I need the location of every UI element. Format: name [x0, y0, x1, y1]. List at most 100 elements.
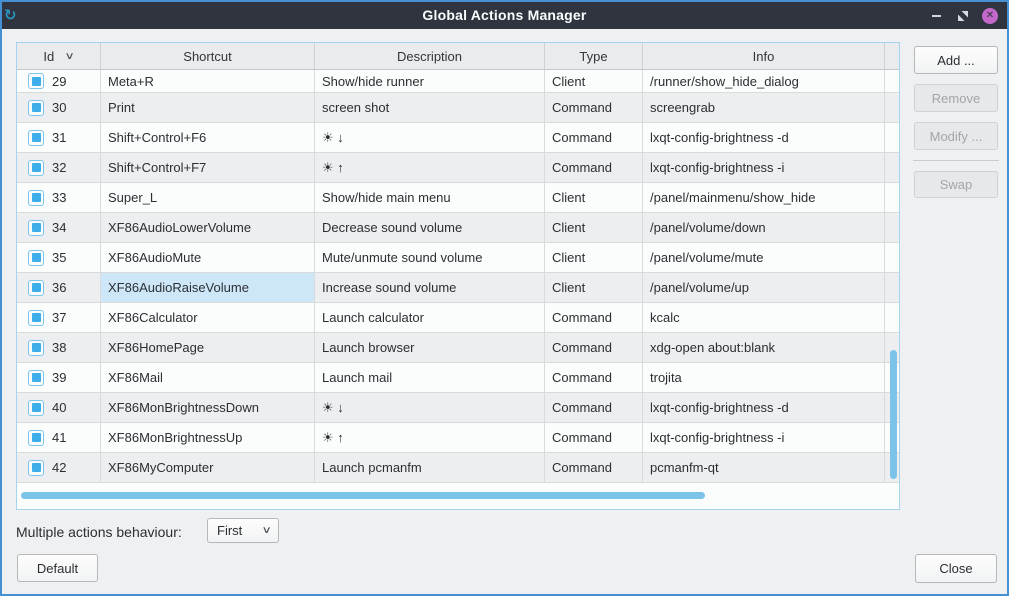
cell-info[interactable]: /panel/mainmenu/show_hide — [643, 183, 885, 212]
cell-shortcut[interactable]: XF86AudioRaiseVolume — [101, 273, 315, 302]
vertical-scrollbar[interactable] — [890, 350, 897, 479]
cell-shortcut[interactable]: XF86MonBrightnessDown — [101, 393, 315, 422]
cell-description[interactable]: Launch pcmanfm — [315, 453, 545, 482]
cell-id[interactable]: 40 — [17, 393, 101, 422]
cell-id[interactable]: 30 — [17, 93, 101, 122]
restore-button[interactable] — [955, 8, 971, 24]
cell-shortcut[interactable]: XF86AudioMute — [101, 243, 315, 272]
cell-description[interactable]: screen shot — [315, 93, 545, 122]
cell-info[interactable]: /panel/volume/mute — [643, 243, 885, 272]
behaviour-combobox[interactable]: First ∨ — [207, 518, 279, 543]
add-button[interactable]: Add ... — [914, 46, 998, 74]
modify-button[interactable]: Modify ... — [914, 122, 998, 150]
row-enabled-checkbox[interactable] — [28, 369, 44, 386]
row-enabled-checkbox[interactable] — [28, 73, 44, 89]
cell-description[interactable]: Show/hide main menu — [315, 183, 545, 212]
column-header-description[interactable]: Description — [315, 43, 545, 69]
cell-type[interactable]: Command — [545, 453, 643, 482]
cell-info[interactable]: /panel/volume/up — [643, 273, 885, 302]
column-header-type[interactable]: Type — [545, 43, 643, 69]
cell-info[interactable]: pcmanfm-qt — [643, 453, 885, 482]
cell-type[interactable]: Command — [545, 363, 643, 392]
cell-id[interactable]: 34 — [17, 213, 101, 242]
cell-type[interactable]: Command — [545, 393, 643, 422]
cell-type[interactable]: Client — [545, 213, 643, 242]
cell-shortcut[interactable]: XF86MonBrightnessUp — [101, 423, 315, 452]
cell-shortcut[interactable]: XF86HomePage — [101, 333, 315, 362]
cell-shortcut[interactable]: Shift+Control+F6 — [101, 123, 315, 152]
cell-info[interactable]: lxqt-config-brightness -d — [643, 123, 885, 152]
row-enabled-checkbox[interactable] — [28, 99, 44, 116]
cell-shortcut[interactable]: XF86AudioLowerVolume — [101, 213, 315, 242]
cell-id[interactable]: 42 — [17, 453, 101, 482]
row-enabled-checkbox[interactable] — [28, 129, 44, 146]
cell-info[interactable]: kcalc — [643, 303, 885, 332]
cell-id[interactable]: 33 — [17, 183, 101, 212]
row-enabled-checkbox[interactable] — [28, 279, 44, 296]
close-button[interactable]: Close — [915, 554, 997, 583]
cell-info[interactable]: /runner/show_hide_dialog — [643, 70, 885, 92]
cell-description[interactable]: Decrease sound volume — [315, 213, 545, 242]
cell-shortcut[interactable]: XF86Calculator — [101, 303, 315, 332]
swap-button[interactable]: Swap — [914, 171, 998, 198]
cell-type[interactable]: Client — [545, 183, 643, 212]
cell-description[interactable]: Launch browser — [315, 333, 545, 362]
remove-button[interactable]: Remove — [914, 84, 998, 112]
cell-shortcut[interactable]: Super_L — [101, 183, 315, 212]
cell-type[interactable]: Command — [545, 93, 643, 122]
cell-description[interactable]: ☀ ↓ — [315, 123, 545, 152]
cell-info[interactable]: xdg-open about:blank — [643, 333, 885, 362]
column-header-shortcut[interactable]: Shortcut — [101, 43, 315, 69]
row-enabled-checkbox[interactable] — [28, 429, 44, 446]
titlebar[interactable]: ↻ Global Actions Manager ✕ — [2, 2, 1007, 29]
cell-id[interactable]: 37 — [17, 303, 101, 332]
row-enabled-checkbox[interactable] — [28, 339, 44, 356]
cell-info[interactable]: lxqt-config-brightness -i — [643, 423, 885, 452]
row-enabled-checkbox[interactable] — [28, 459, 44, 476]
cell-info[interactable]: screengrab — [643, 93, 885, 122]
cell-description[interactable]: Mute/unmute sound volume — [315, 243, 545, 272]
default-button[interactable]: Default — [17, 554, 98, 582]
cell-info[interactable]: /panel/volume/down — [643, 213, 885, 242]
cell-shortcut[interactable]: XF86MyComputer — [101, 453, 315, 482]
cell-id[interactable]: 41 — [17, 423, 101, 452]
cell-info[interactable]: trojita — [643, 363, 885, 392]
cell-description[interactable]: Launch mail — [315, 363, 545, 392]
cell-type[interactable]: Client — [545, 273, 643, 302]
cell-shortcut[interactable]: XF86Mail — [101, 363, 315, 392]
row-enabled-checkbox[interactable] — [28, 399, 44, 416]
column-header-info[interactable]: Info — [643, 43, 885, 69]
row-enabled-checkbox[interactable] — [28, 189, 44, 206]
cell-info[interactable]: lxqt-config-brightness -i — [643, 153, 885, 182]
cell-id[interactable]: 29 — [17, 70, 101, 92]
cell-shortcut[interactable]: Shift+Control+F7 — [101, 153, 315, 182]
cell-type[interactable]: Client — [545, 70, 643, 92]
horizontal-scrollbar[interactable] — [21, 492, 705, 499]
column-header-id[interactable]: Id ∨ — [17, 43, 101, 69]
cell-description[interactable]: ☀ ↑ — [315, 153, 545, 182]
cell-description[interactable]: ☀ ↑ — [315, 423, 545, 452]
cell-description[interactable]: Show/hide runner — [315, 70, 545, 92]
cell-id[interactable]: 39 — [17, 363, 101, 392]
cell-type[interactable]: Command — [545, 333, 643, 362]
cell-type[interactable]: Command — [545, 423, 643, 452]
cell-type[interactable]: Command — [545, 153, 643, 182]
row-enabled-checkbox[interactable] — [28, 249, 44, 266]
row-enabled-checkbox[interactable] — [28, 309, 44, 326]
cell-id[interactable]: 38 — [17, 333, 101, 362]
cell-id[interactable]: 35 — [17, 243, 101, 272]
cell-type[interactable]: Client — [545, 243, 643, 272]
cell-description[interactable]: ☀ ↓ — [315, 393, 545, 422]
